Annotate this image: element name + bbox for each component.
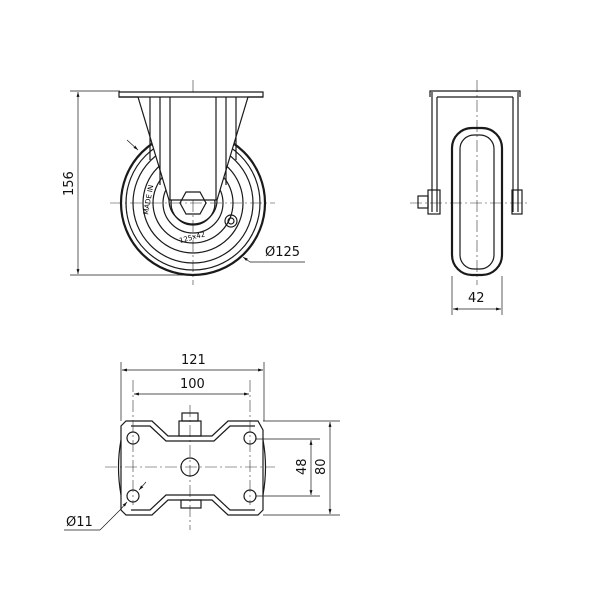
wheel-width-dimension: 42 — [468, 291, 485, 306]
top-view: 121 100 48 80 Ø11 — [64, 353, 340, 531]
front-view: MADE IN 125x42 156 Ø125 — [62, 80, 305, 285]
hole-spacing-width-dimension: 48 — [295, 458, 310, 475]
hole-spacing-length-dimension: 100 — [180, 377, 205, 392]
height-dimension: 156 — [62, 171, 77, 196]
wheel-diameter-dimension: Ø125 — [265, 245, 300, 260]
side-view: 42 — [410, 80, 530, 315]
plate-width-dimension: 80 — [314, 458, 329, 475]
plate-length-dimension: 121 — [181, 353, 206, 368]
hole-diameter-dimension: Ø11 — [66, 515, 93, 530]
